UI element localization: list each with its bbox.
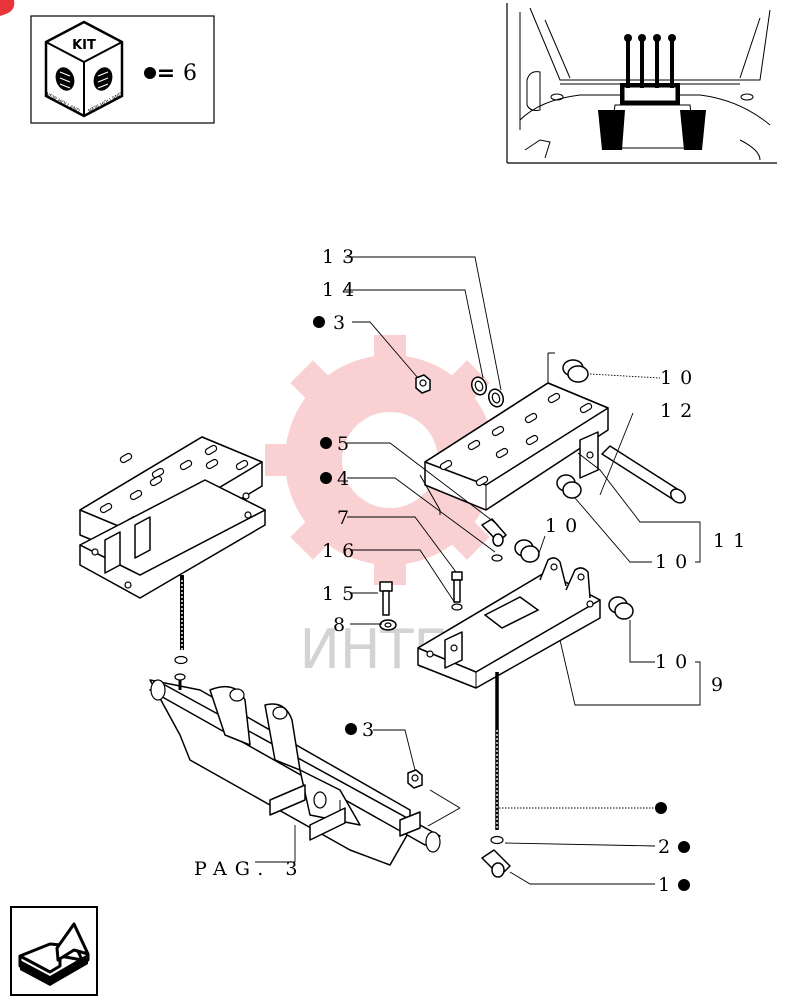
kit-bullet-icon: [678, 879, 690, 891]
pedal-shaft-assembly: [149, 673, 441, 866]
kit-legend-count: 6: [183, 61, 197, 86]
bushing-10-d: [608, 596, 634, 620]
kit-label: KIT: [72, 38, 96, 53]
return-arrow-icon: [18, 922, 90, 986]
washer-14: [470, 376, 488, 396]
page-reference: PAG. 3: [194, 858, 305, 880]
callout-10-a: 10: [660, 367, 700, 389]
watermark: [265, 335, 515, 585]
callout-5: 5: [337, 433, 357, 455]
callout-3-bottom: 3: [362, 719, 382, 741]
bushing-10-b: [556, 474, 582, 499]
callout-16: 16: [322, 540, 362, 562]
bushing-10-c: [514, 539, 540, 563]
bolt-15: [379, 581, 393, 616]
bolt-7: [451, 571, 463, 611]
callout-4: 4: [337, 468, 357, 490]
kit-bullet-icon: [320, 472, 332, 484]
callout-10-b: 10: [545, 515, 585, 537]
grease-fitting-5: [481, 518, 507, 547]
kit-legend: KIT NEW HOLLAND NEW HOLLAND = 6: [30, 15, 215, 124]
kit-cube-icon: [44, 20, 124, 118]
left-pedal-assembly: [79, 436, 266, 665]
right-pedal-base: [417, 557, 601, 845]
washer-8: [379, 619, 397, 631]
callout-7: 7: [337, 507, 357, 529]
callouts: 13 14 3 5 4 7 16 15 8 3 10 12 11 10 10 1…: [194, 246, 753, 896]
callout-1: 1: [658, 874, 678, 896]
page-corner-badge-icon: [0, 0, 15, 16]
callout-8: 8: [333, 614, 353, 636]
kit-bullet-icon: [655, 802, 667, 814]
kit-bullet-icon: [345, 723, 357, 735]
kit-legend-equals: =: [157, 61, 175, 86]
kit-bullet-icon: [678, 841, 690, 853]
kit-bullet-icon: [144, 67, 156, 79]
nut-3-top: [415, 374, 431, 394]
leader-lines: [255, 256, 701, 885]
cab-location-thumbnail: [506, 3, 777, 164]
kit-bullet-icon: [320, 437, 332, 449]
callout-11: 11: [713, 530, 753, 552]
callout-14: 14: [322, 279, 362, 301]
nut-3-bottom: [407, 769, 423, 789]
return-nav-button[interactable]: [10, 906, 98, 996]
right-pedal-upper: [424, 352, 609, 511]
callout-3-top: 3: [333, 312, 353, 334]
callout-12: 12: [660, 400, 700, 422]
callout-2: 2: [658, 836, 678, 858]
callout-15: 15: [322, 583, 362, 605]
kit-bullet-icon: [313, 316, 325, 328]
loose-parts: [379, 359, 686, 878]
callout-10-c: 10: [655, 551, 695, 573]
callout-13: 13: [322, 246, 362, 268]
grease-fitting-1: [481, 849, 511, 878]
pin-12: [601, 445, 686, 504]
callout-9: 9: [711, 674, 731, 696]
callout-10-d: 10: [655, 651, 695, 673]
washer-4: [491, 554, 503, 562]
washer-13: [487, 388, 505, 408]
bushing-10-a: [562, 359, 589, 383]
